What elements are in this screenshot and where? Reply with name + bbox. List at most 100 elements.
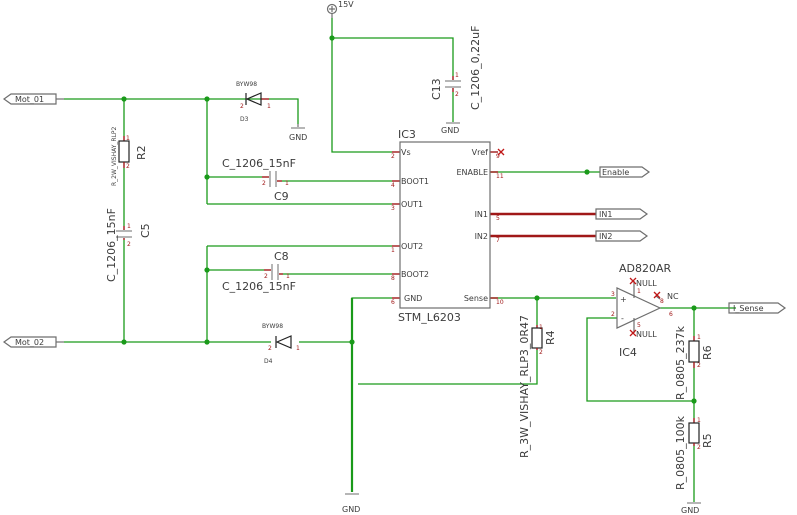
gnd-r5-label: GND [681, 506, 699, 515]
c5-value: C_1206_15nF [105, 208, 118, 282]
gnd-d3-label: GND [289, 133, 307, 142]
supply-15v: 15V [326, 0, 354, 18]
ic3-value: STM_L6203 [398, 311, 461, 324]
ic3-pinnum-boot1: 4 [391, 182, 395, 189]
ic3-pinnum-out1: 3 [391, 205, 395, 212]
ic3-pinnum-in2: 7 [496, 237, 500, 244]
r4-pin1: 1 [539, 324, 543, 331]
c8-name: C8 [274, 250, 289, 263]
ic4-pinnum-nc: 8 [660, 298, 664, 305]
c5-name: C5 [139, 223, 152, 238]
r2-value: R_2W_VISHAY_RLP2 [111, 126, 118, 186]
ic3-pinnum-gnd: 6 [391, 299, 395, 306]
c8-value: C_1206_15nF [222, 280, 296, 293]
r5-name: R5 [701, 433, 714, 448]
r2-pin2: 2 [126, 163, 130, 170]
r5-pin2: 2 [697, 444, 701, 451]
gnd-ic3-label: GND [342, 505, 360, 514]
ic4-null-top: NULL [636, 279, 657, 288]
ic4-nc: NC [667, 292, 679, 301]
resistor-r6[interactable]: 1 2 R6 R_0805_237k [674, 325, 714, 400]
ic3-pinnum-sense: 10 [496, 299, 504, 306]
gnd-d3: GND [289, 124, 307, 142]
d3-pin2: 2 [240, 103, 244, 110]
capacitor-c5[interactable]: 1 2 C5 C_1206_15nF [105, 208, 152, 282]
ic3-pin-boot1: BOOT1 [401, 177, 429, 186]
c5-pin2: 2 [127, 241, 131, 248]
ic3-pinnum-enable: 11 [496, 173, 504, 180]
ic4-null-bottom: NULL [636, 330, 657, 339]
port-mot2[interactable]: Mot_02 [2, 336, 64, 348]
ic4-pinnum-null-top: 1 [637, 288, 641, 295]
ic3-pinnum-vs: 2 [391, 153, 395, 160]
pin-stubs [392, 151, 596, 299]
c9-pin2: 2 [262, 180, 266, 187]
d4-name: D4 [264, 358, 273, 365]
c13-value: C_1206_0,22uF [469, 26, 482, 110]
resistor-r2[interactable]: 1 2 R2 R_2W_VISHAY_RLP2 [111, 126, 148, 186]
diode-d3[interactable]: 2 1 BYW98 D3 [236, 81, 271, 123]
c13-pin2: 2 [455, 91, 459, 98]
r2-pin1: 1 [126, 135, 130, 142]
ic4-minus: - [621, 314, 624, 323]
port-isense[interactable]: I_Sense [728, 302, 787, 314]
port-in2-label: IN2 [599, 232, 612, 241]
capacitor-c13[interactable]: 1 2 C13 C_1206_0,22uF [430, 26, 482, 110]
c9-value: C_1206_15nF [222, 157, 296, 170]
r5-value: R_0805_100k [674, 415, 687, 490]
r6-value: R_0805_237k [674, 325, 687, 400]
ic3-name: IC3 [398, 128, 416, 141]
ic3-pinnum-vref: 9 [496, 153, 500, 160]
c13-name: C13 [430, 78, 443, 100]
port-in1-label: IN1 [599, 210, 612, 219]
ic3-pinnum-in1: 5 [496, 215, 500, 222]
ic3-pinnum-boot2: 8 [391, 275, 395, 282]
ic3-l6203[interactable]: IC3 STM_L6203 Vs BOOT1 OUT1 OUT2 BOOT2 G… [391, 128, 505, 324]
ic3-pin-boot2: BOOT2 [401, 270, 429, 279]
diode-d4[interactable]: 2 1 BYW98 D4 [262, 323, 300, 365]
port-in2[interactable]: IN2 [595, 230, 649, 242]
junctions [121, 35, 697, 404]
c8-pin2: 2 [264, 273, 268, 280]
port-mot1[interactable]: Mot_01 [2, 93, 64, 105]
d4-pin2: 2 [268, 345, 272, 352]
port-mot1-label: Mot_01 [15, 95, 44, 104]
r2-name: R2 [135, 145, 148, 160]
gnd-r5: GND [681, 502, 701, 515]
r4-name: R4 [544, 330, 557, 345]
ic3-pin-vref: Vref [472, 148, 489, 157]
c9-name: C9 [274, 190, 289, 203]
capacitor-c9[interactable]: 2 1 C_1206_15nF C9 [222, 157, 296, 203]
ic3-pin-gnd: GND [404, 294, 422, 303]
c13-pin1: 1 [455, 72, 459, 79]
r4-value: R_3W_VISHAY_RLP3_0R47 [518, 315, 531, 458]
ic3-pin-in2: IN2 [475, 232, 488, 241]
r6-pin1: 1 [697, 334, 701, 341]
ic4-pinnum-null-bottom: 5 [637, 322, 641, 329]
resistor-r5[interactable]: 1 2 R5 R_0805_100k [674, 415, 714, 490]
port-isense-label: I_Sense [733, 304, 764, 313]
r6-pin2: 2 [697, 362, 701, 369]
ic4-pinnum-out: 6 [669, 311, 673, 318]
ic4-pinnum-plus: 3 [611, 291, 615, 298]
d4-pin1: 1 [296, 345, 300, 352]
gnd-c13-label: GND [441, 126, 459, 135]
d3-pin1: 1 [267, 103, 271, 110]
r5-pin1: 1 [697, 417, 701, 424]
ic3-pin-in1: IN1 [475, 210, 488, 219]
gnd-c13: GND [441, 122, 460, 135]
ic3-pin-vs: Vs [401, 148, 411, 157]
capacitor-c8[interactable]: 2 1 C8 C_1206_15nF [222, 250, 296, 293]
d4-value: BYW98 [262, 323, 283, 330]
ic4-plus: + [620, 295, 627, 304]
port-enable-label: Enable [602, 168, 629, 177]
port-in1[interactable]: IN1 [595, 208, 649, 220]
c5-pin1: 1 [127, 223, 131, 230]
r4-pin2: 2 [539, 349, 543, 356]
resistor-r4[interactable]: 1 2 R4 R_3W_VISHAY_RLP3_0R47 [518, 315, 557, 458]
ic4-ad820ar[interactable]: AD820AR IC4 + - NULL NULL NC 1 8 3 2 5 6 [611, 262, 679, 359]
port-enable[interactable]: Enable [599, 166, 651, 178]
ic3-pin-enable: ENABLE [456, 168, 488, 177]
ic3-pin-out2: OUT2 [401, 242, 423, 251]
